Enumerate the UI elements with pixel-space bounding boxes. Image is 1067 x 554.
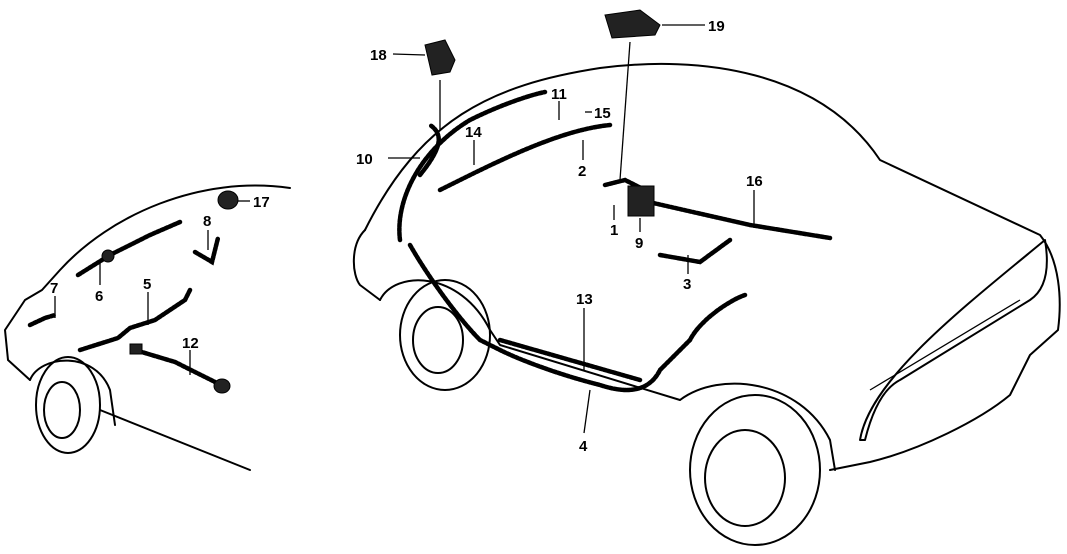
callout-18: 18 [370, 47, 387, 64]
callout-17: 17 [253, 194, 270, 211]
callout-4: 4 [579, 438, 588, 455]
right-car-outline [352, 62, 1061, 546]
callout-13: 13 [576, 291, 593, 308]
callout-7: 7 [50, 280, 58, 297]
harness-lines-left [27, 190, 239, 394]
callout-10: 10 [356, 151, 373, 168]
harness-lines [397, 89, 833, 393]
callout-5: 5 [143, 276, 151, 293]
callout-labels: 19 18 11 15 14 10 2 16 17 1 9 8 3 6 5 7 … [50, 18, 763, 455]
callout-15: 15 [594, 105, 611, 122]
part-19-light [604, 9, 661, 39]
callout-14: 14 [465, 124, 482, 141]
callout-3: 3 [683, 276, 691, 293]
callout-19: 19 [708, 18, 725, 35]
callout-8: 8 [203, 213, 211, 230]
callout-6: 6 [95, 288, 103, 305]
part-18-connector [424, 39, 456, 76]
left-car-outline [4, 184, 291, 471]
leader-lines [54, 24, 755, 434]
callout-2: 2 [578, 163, 586, 180]
callout-9: 9 [635, 235, 643, 252]
callout-16: 16 [746, 173, 763, 190]
callout-1: 1 [610, 222, 618, 239]
callout-12: 12 [182, 335, 199, 352]
callout-11: 11 [551, 86, 567, 103]
